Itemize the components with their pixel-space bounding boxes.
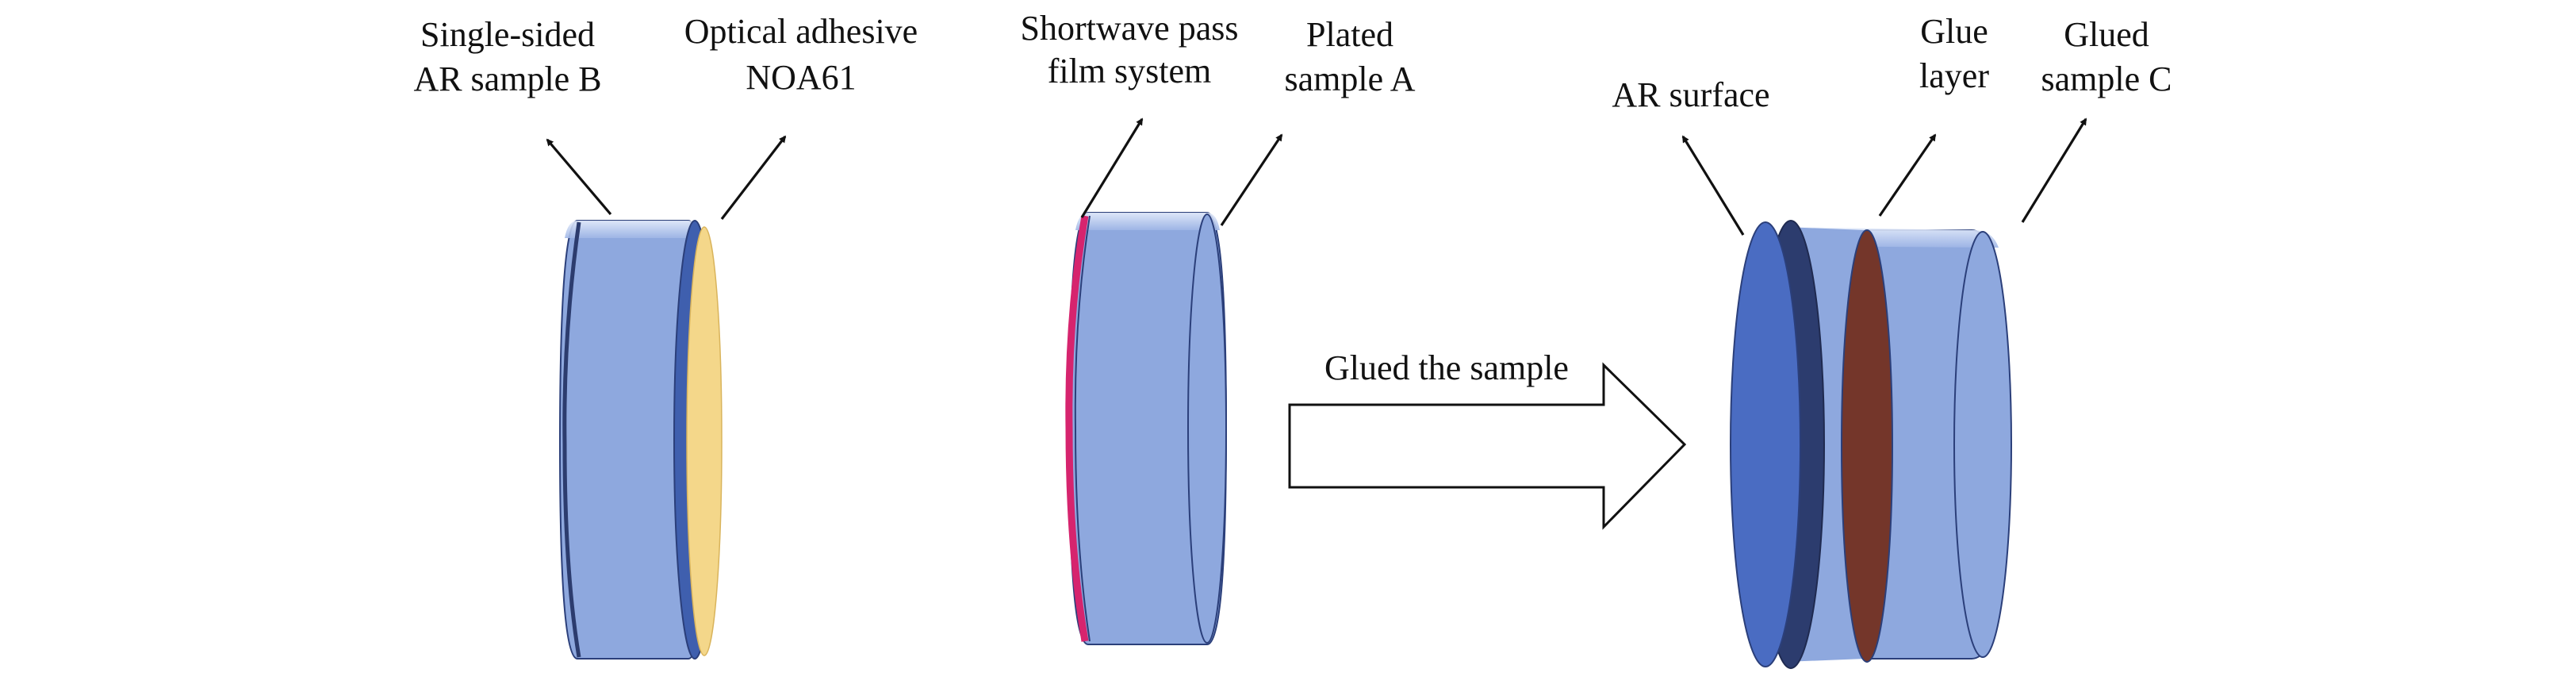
pointer-arrow-sample-a	[1220, 133, 1283, 226]
sample-b	[558, 220, 723, 660]
label-film-system-line1: Shortwave pass	[1021, 9, 1239, 48]
pointer-arrow-film-system	[1080, 117, 1144, 218]
label-sample-b-line1: Single-sided	[420, 15, 595, 54]
film-system-layer	[1065, 215, 1089, 642]
pointer-arrow-sample-c	[2021, 117, 2087, 223]
pointer-arrow-sample-b	[546, 138, 612, 216]
sample-a-front-face	[1187, 213, 1227, 644]
sample-a	[1065, 212, 1228, 645]
sample-c	[1730, 220, 2012, 669]
sample-a-top-edge	[1075, 213, 1220, 230]
label-sample-c-line1: Glued	[2064, 15, 2149, 54]
label-ar-surface: AR surface	[1612, 75, 1769, 114]
label-sample-a-line2: sample A	[1285, 60, 1416, 98]
process-arrow-label: Glued the sample	[1324, 348, 1569, 387]
label-sample-b-line2: AR sample B	[413, 60, 601, 98]
label-sample-c-line2: sample C	[2041, 60, 2172, 98]
process-arrow: Glued the sample	[1288, 348, 1687, 530]
ar-surface-face	[1730, 221, 1801, 667]
label-film-system-line2: film system	[1048, 52, 1212, 90]
film-system-outline	[1074, 215, 1091, 642]
label-noa61-line1: Optical adhesive	[684, 12, 918, 51]
label-noa61-line2: NOA61	[746, 58, 856, 97]
pointer-arrow-noa61	[720, 135, 787, 220]
label-glue-layer-line2: layer	[1919, 56, 1989, 95]
label-sample-a-line1: Plated	[1306, 15, 1393, 54]
labels: Single-sided AR sample B Optical adhesiv…	[413, 9, 2172, 114]
sample-c-front-face	[1953, 231, 2012, 658]
pointer-arrows	[546, 117, 2087, 236]
label-glue-layer-line1: Glue	[1920, 12, 1988, 51]
pointer-arrow-glue-layer	[1878, 133, 1937, 217]
sample-b-ar-back-edge	[562, 221, 581, 658]
process-arrow-shape	[1288, 362, 1687, 530]
sample-b-top-edge	[565, 221, 701, 238]
glue-layer-face	[1841, 229, 1893, 663]
adhesive-face-noa61	[686, 226, 723, 656]
pointer-arrow-ar-surface	[1681, 135, 1745, 236]
